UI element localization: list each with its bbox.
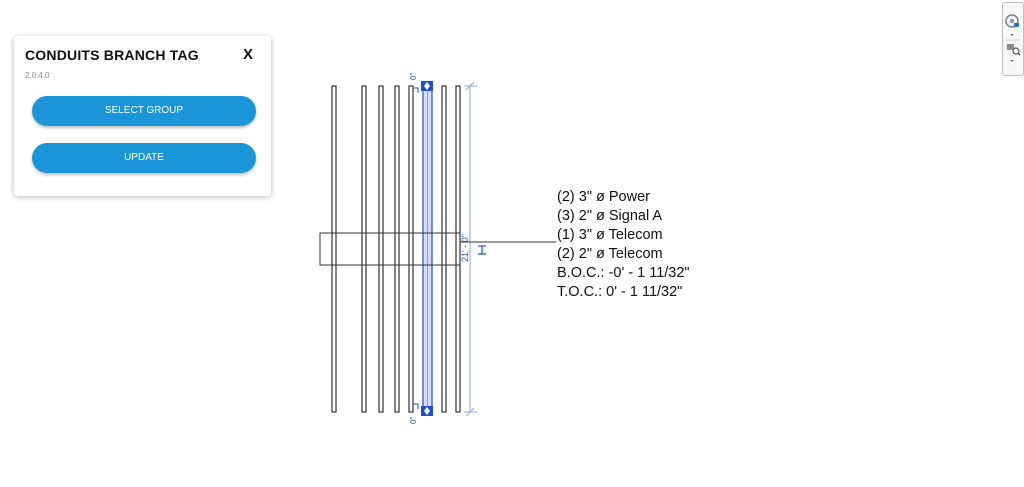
conduit-run[interactable] — [378, 85, 384, 413]
conduit-run[interactable] — [408, 85, 414, 413]
tag-line: (2) 3" ø Power — [557, 189, 650, 205]
select-group-button[interactable]: SELECT GROUP — [32, 96, 256, 126]
end-label-bottom: 0" — [409, 417, 418, 424]
close-button[interactable]: X — [242, 46, 253, 63]
leader-grip[interactable] — [478, 245, 486, 255]
conduit-branch-tag[interactable]: (2) 3" ø Power (3) 2" ø Signal A (1) 3" … — [557, 188, 690, 302]
navigation-bar — [1002, 2, 1024, 76]
chevron-down-icon[interactable] — [1010, 60, 1014, 62]
zoom-icon[interactable] — [1007, 44, 1021, 56]
panel-title: CONDUITS BRANCH TAG — [25, 47, 199, 63]
tag-line: (2) 2" ø Telecom — [557, 246, 663, 262]
conduit-runs — [331, 85, 461, 413]
dimension-length-label[interactable]: 21' - 0" — [460, 234, 470, 262]
end-label-top: 0" — [409, 73, 418, 80]
selected-conduit[interactable] — [421, 81, 433, 416]
conduits-branch-tag-panel: CONDUITS BRANCH TAG X 2.0.4.0 SELECT GRO… — [14, 36, 271, 196]
conduit-run[interactable] — [361, 85, 367, 413]
dimension-line — [464, 81, 477, 417]
steering-wheel-icon[interactable] — [1005, 14, 1019, 28]
conduit-run[interactable] — [441, 85, 447, 413]
conduit-run[interactable] — [394, 85, 400, 413]
version-label: 2.0.4.0 — [25, 71, 50, 80]
chevron-down-icon[interactable] — [1010, 34, 1014, 36]
tag-line: (1) 3" ø Telecom — [557, 227, 663, 243]
tag-line: B.O.C.: -0' - 1 11/32" — [557, 265, 690, 281]
tag-line: (3) 2" ø Signal A — [557, 208, 663, 224]
update-button[interactable]: UPDATE — [32, 143, 256, 173]
tag-line: T.O.C.: 0' - 1 11/32" — [557, 284, 683, 300]
tag-selection-box[interactable] — [319, 232, 461, 266]
conduit-run[interactable] — [331, 85, 337, 413]
